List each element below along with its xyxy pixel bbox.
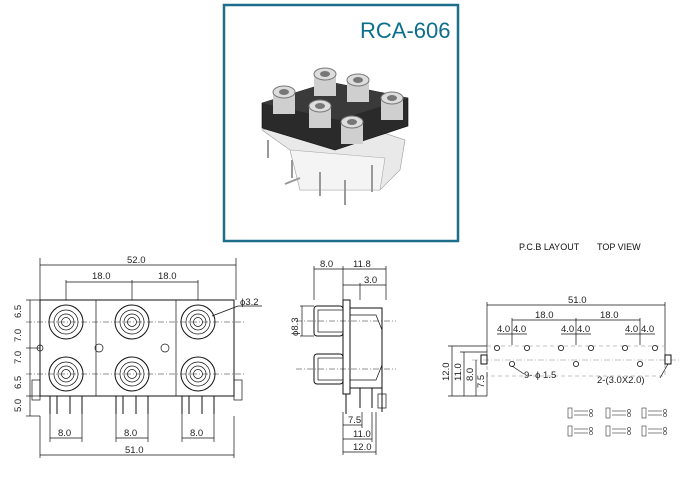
- side-dim-118: 11.8: [353, 259, 371, 270]
- pcb-dim-12: 12.0: [441, 363, 452, 382]
- pcb-outline: [486, 345, 666, 377]
- product-photo: [261, 67, 409, 205]
- pcb-holes-note: 9- ϕ 1.5: [524, 370, 556, 381]
- dim-pitch-1: 18.0: [92, 271, 111, 282]
- pcb-pair-5: 4.0: [625, 324, 638, 335]
- schematic-symbols: [567, 407, 667, 437]
- side-dim-8: 8.0: [320, 259, 333, 270]
- pcb-layout: P.C.B LAYOUT TOP VIEW 51.0 18.0 18.0 4.0…: [441, 242, 680, 437]
- side-dim-phi83: ϕ8.3: [290, 317, 301, 336]
- side-dim-12: 12.0: [353, 442, 372, 453]
- front-jacks: [36, 304, 216, 392]
- dim-pin-2: 8.0: [124, 428, 137, 439]
- dim-left-1: 6.5: [13, 305, 24, 318]
- pcb-holes: [493, 344, 659, 367]
- top-view-heading: TOP VIEW: [597, 242, 641, 252]
- side-dim-11: 11.0: [353, 429, 371, 440]
- pcb-slot-left: [480, 354, 488, 365]
- product-photo-panel: RCA-606: [222, 3, 460, 243]
- pcb-pair-4: 4.0: [577, 324, 590, 335]
- side-dim-75: 7.5: [348, 415, 361, 426]
- dim-pin-3: 8.0: [190, 428, 203, 439]
- pcb-dim-18a: 18.0: [535, 310, 554, 321]
- dim-pitch-2: 18.0: [158, 271, 177, 282]
- pcb-slot-right: [664, 354, 672, 365]
- pcb-dim-51: 51.0: [568, 295, 587, 306]
- pcb-pair-3: 4.0: [561, 324, 574, 335]
- pcb-pair-6: 4.0: [641, 324, 654, 335]
- dim-left-4: 6.5: [13, 376, 24, 389]
- front-view: 52.0 18.0 18.0 ϕ3: [13, 255, 262, 458]
- dim-pin-1: 8.0: [58, 428, 71, 439]
- pcb-pair-2: 4.0: [513, 324, 526, 335]
- dim-left-3: 7.0: [13, 351, 24, 364]
- photo-jacks: [272, 67, 404, 144]
- dim-phi32: ϕ3.2: [240, 297, 259, 308]
- pcb-dim-8: 8.0: [465, 368, 476, 381]
- dim-left-5: 5.0: [13, 399, 24, 412]
- model-title: RCA-606: [360, 18, 450, 43]
- dim-left-2: 7.0: [13, 329, 24, 342]
- dim-52: 52.0: [127, 255, 146, 266]
- pcb-slot-note: 2-(3.0X2.0): [597, 375, 645, 386]
- pcb-dim-11: 11.0: [453, 363, 464, 381]
- pcb-pair-1: 4.0: [497, 324, 510, 335]
- pcb-dim-75: 7.5: [476, 375, 487, 388]
- pcb-dim-18b: 18.0: [600, 310, 619, 321]
- dim-51: 51.0: [125, 445, 144, 456]
- side-view: 8.0 11.8 3.0 ϕ8.3: [290, 259, 396, 455]
- pcb-heading: P.C.B LAYOUT: [519, 242, 580, 252]
- side-dim-3: 3.0: [364, 275, 377, 286]
